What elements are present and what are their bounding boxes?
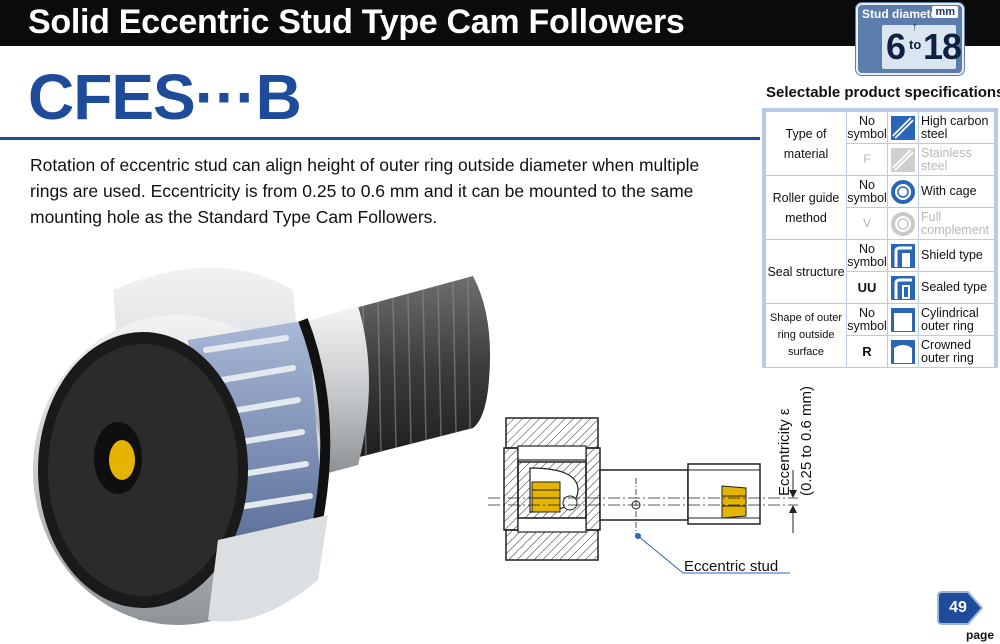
- arrow-up-icon: ↑: [912, 21, 918, 33]
- spec-code: V: [847, 208, 887, 239]
- cylindrical-ring-icon: [888, 304, 918, 335]
- badge-max: 18: [923, 26, 962, 67]
- page-badge-icon[interactable]: [936, 590, 986, 626]
- spec-code: UU: [847, 272, 887, 303]
- eccentric-stud-label: Eccentric stud: [684, 558, 779, 575]
- spec-option-name: High carbon steel: [919, 112, 994, 143]
- eccentricity-label: Eccentricity ε: [776, 408, 793, 496]
- specs-title: Selectable product specifications: [766, 84, 1000, 101]
- page-title: Solid Eccentric Stud Type Cam Followers: [28, 3, 685, 41]
- model-name: CFES···B: [28, 61, 302, 133]
- badge-unit: mm: [932, 6, 958, 18]
- page-number[interactable]: 49: [949, 599, 967, 616]
- title-divider: [0, 137, 760, 140]
- spec-option-name: Shield type: [919, 240, 994, 271]
- spec-code: F: [847, 144, 887, 175]
- spec-row: F Stainless steel: [766, 144, 994, 175]
- spec-group-label: Shape of outer ring outside surface: [766, 304, 846, 367]
- spec-code: No symbol: [847, 240, 887, 271]
- stainless-icon: [888, 144, 918, 175]
- spec-option-name: Stainless steel: [919, 144, 994, 175]
- badge-min: 6: [886, 26, 907, 67]
- spec-option-name: With cage: [919, 176, 994, 207]
- spec-row: V Full complement: [766, 208, 994, 239]
- full-complement-icon: [888, 208, 918, 239]
- spec-option-name: Sealed type: [919, 272, 994, 303]
- stud-diameter-badge: Stud diameter mm ↑ 6 to 18: [856, 3, 964, 75]
- steel-icon: [888, 112, 918, 143]
- spec-code: R: [847, 336, 887, 367]
- cage-icon: [888, 176, 918, 207]
- page-label: page: [966, 628, 995, 642]
- spec-group-label: Roller guide method: [766, 176, 846, 239]
- badge-label: Stud diameter: [862, 7, 943, 21]
- spec-option-name: Crowned outer ring: [919, 336, 994, 367]
- spec-option-name: Cylindrical outer ring: [919, 304, 994, 335]
- header-bar: Solid Eccentric Stud Type Cam Followers: [0, 0, 1000, 46]
- spec-code: No symbol: [847, 176, 887, 207]
- crowned-ring-icon: [888, 336, 918, 367]
- badge-range: ↑ 6 to 18: [882, 21, 962, 69]
- spec-code: No symbol: [847, 112, 887, 143]
- spec-row: UU Sealed type: [766, 272, 994, 303]
- spec-group-label: Type of material: [766, 112, 846, 175]
- spec-row: R Crowned outer ring: [766, 336, 994, 367]
- spec-group-label: Seal structure: [766, 240, 846, 303]
- badge-to: to: [909, 37, 922, 52]
- spec-code: No symbol: [847, 304, 887, 335]
- seal-icon: [888, 272, 918, 303]
- spec-option-name: Full complement: [919, 208, 994, 239]
- eccentricity-range: (0.25 to 0.6 mm): [798, 385, 815, 496]
- shield-icon: [888, 240, 918, 271]
- product-description: Rotation of eccentric stud can align hei…: [30, 155, 700, 227]
- cross-section-drawing: [488, 417, 798, 574]
- cam-follower-photo: [33, 267, 491, 625]
